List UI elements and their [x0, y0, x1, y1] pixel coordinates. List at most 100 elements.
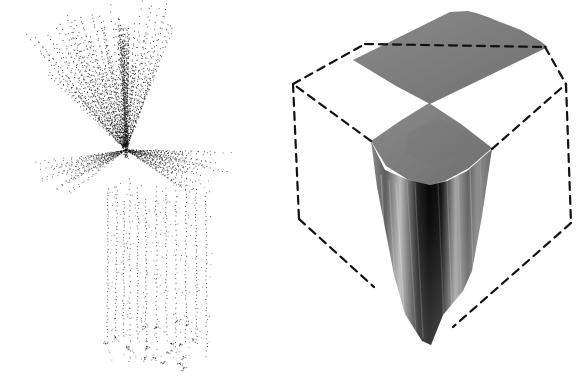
point — [115, 140, 116, 141]
point — [109, 94, 110, 95]
point — [131, 102, 132, 103]
point — [110, 192, 111, 193]
point — [140, 153, 141, 154]
point — [71, 39, 72, 40]
point — [124, 243, 125, 244]
point — [121, 110, 122, 111]
point — [110, 152, 111, 153]
point — [81, 173, 82, 174]
point — [169, 166, 170, 167]
point — [134, 116, 135, 117]
point — [209, 191, 210, 192]
point — [93, 96, 94, 97]
point — [196, 210, 197, 211]
point — [133, 106, 134, 107]
point — [88, 107, 89, 108]
point — [145, 63, 146, 64]
point — [120, 48, 121, 49]
point — [93, 115, 94, 116]
point — [145, 48, 146, 49]
point — [175, 157, 176, 158]
point — [101, 157, 102, 158]
point — [129, 347, 130, 348]
point — [105, 81, 106, 82]
point — [121, 68, 122, 69]
point — [120, 79, 121, 80]
point — [148, 84, 149, 85]
point — [70, 26, 71, 27]
point — [108, 61, 109, 62]
point — [111, 98, 112, 99]
point — [121, 84, 122, 85]
point — [97, 84, 98, 85]
point — [207, 152, 208, 153]
point — [72, 95, 73, 96]
point — [131, 123, 132, 124]
point — [107, 266, 108, 267]
point — [99, 170, 100, 171]
point — [188, 355, 189, 356]
point — [124, 149, 125, 150]
point — [141, 85, 142, 86]
point — [133, 243, 134, 244]
point — [134, 118, 135, 119]
point — [198, 151, 199, 152]
point — [134, 38, 135, 39]
point — [106, 163, 107, 164]
point — [116, 296, 117, 297]
point — [129, 115, 130, 116]
point — [119, 35, 120, 36]
point — [42, 46, 43, 47]
point — [146, 94, 147, 95]
point — [45, 49, 46, 50]
point — [171, 33, 172, 34]
point — [99, 125, 100, 126]
point — [166, 263, 167, 264]
point — [123, 91, 124, 92]
point — [79, 170, 80, 171]
point — [156, 15, 157, 16]
point — [127, 156, 128, 157]
point — [206, 244, 207, 245]
point — [108, 125, 109, 126]
point — [116, 61, 117, 62]
point — [114, 137, 115, 138]
point — [127, 148, 128, 149]
point — [97, 75, 98, 76]
point — [106, 87, 107, 88]
point — [109, 129, 110, 130]
point — [103, 127, 104, 128]
point — [113, 108, 114, 109]
point — [128, 109, 129, 110]
point — [114, 152, 115, 153]
point — [120, 109, 121, 110]
point — [130, 195, 131, 196]
point — [120, 71, 121, 72]
point — [103, 343, 104, 344]
point — [157, 255, 158, 256]
point — [118, 26, 119, 27]
point — [145, 210, 146, 211]
point — [86, 109, 87, 110]
point — [62, 53, 63, 54]
point — [144, 155, 145, 156]
point — [144, 53, 145, 54]
point — [137, 338, 138, 339]
point — [108, 50, 109, 51]
point — [155, 206, 156, 207]
point — [117, 42, 118, 43]
point — [113, 125, 114, 126]
point — [207, 343, 208, 344]
point — [127, 144, 128, 145]
point — [139, 331, 140, 332]
point — [100, 84, 101, 85]
point — [196, 277, 197, 278]
point — [112, 131, 113, 132]
point — [160, 164, 161, 165]
point — [176, 264, 177, 265]
point — [124, 57, 125, 58]
point — [123, 43, 124, 44]
point — [97, 95, 98, 96]
point — [126, 54, 127, 55]
point — [132, 53, 133, 54]
